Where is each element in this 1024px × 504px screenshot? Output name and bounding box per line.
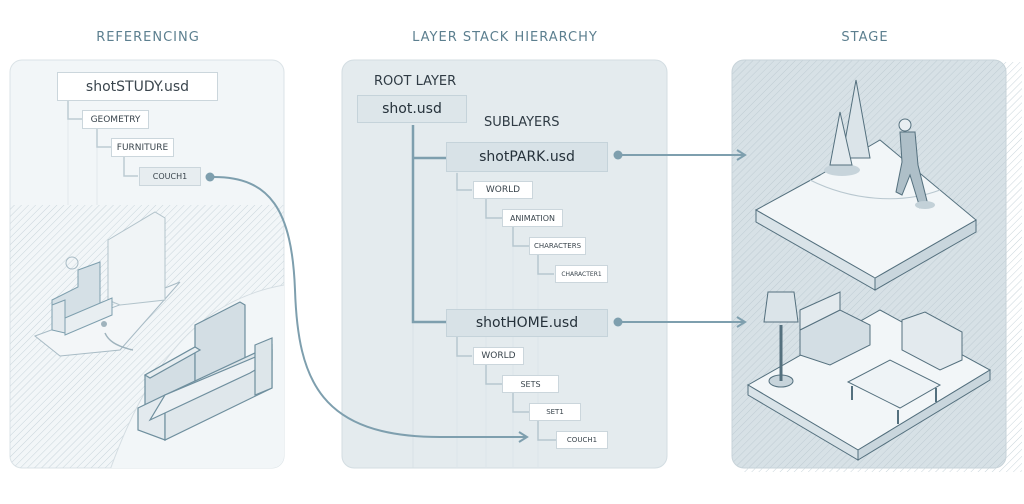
home-scene (747, 291, 992, 461)
root-layer-node[interactable]: shot.usd (357, 95, 467, 123)
couch-closeup (137, 301, 273, 441)
sublayer-shothome[interactable]: shotHOME.usd (446, 309, 608, 337)
home-tree-set1[interactable]: SET1 (529, 403, 581, 421)
home-tree-world[interactable]: WORLD (473, 347, 524, 365)
park-tree-world[interactable]: WORLD (473, 181, 533, 199)
referencing-panel (9, 59, 285, 469)
tree-node-geometry[interactable]: GEOMETRY (82, 110, 149, 129)
home-tree-couch1[interactable]: COUCH1 (556, 431, 608, 449)
stage-title: STAGE (841, 30, 889, 45)
tree-node-couch1[interactable]: COUCH1 (139, 167, 201, 186)
stage-panel (731, 59, 1022, 472)
park-tree-character1[interactable]: CHARACTER1 (555, 265, 608, 283)
tree-node-furniture[interactable]: FURNITURE (111, 138, 174, 157)
room-illustration (33, 211, 181, 357)
park-tree-animation[interactable]: ANIMATION (502, 209, 563, 227)
sublayers-label: SUBLAYERS (484, 115, 560, 130)
park-tree-characters[interactable]: CHARACTERS (529, 237, 586, 255)
referencing-title: REFERENCING (96, 30, 200, 45)
park-scene (754, 79, 977, 291)
home-tree-sets[interactable]: SETS (502, 375, 559, 393)
layer-stack-title: LAYER STACK HIERARCHY (412, 30, 598, 45)
reference-connector (213, 176, 529, 443)
shotstudy-file-node[interactable]: shotSTUDY.usd (57, 72, 218, 101)
sublayer-shotpark[interactable]: shotPARK.usd (446, 142, 608, 172)
connectors (205, 149, 747, 443)
root-layer-label: ROOT LAYER (374, 74, 457, 89)
